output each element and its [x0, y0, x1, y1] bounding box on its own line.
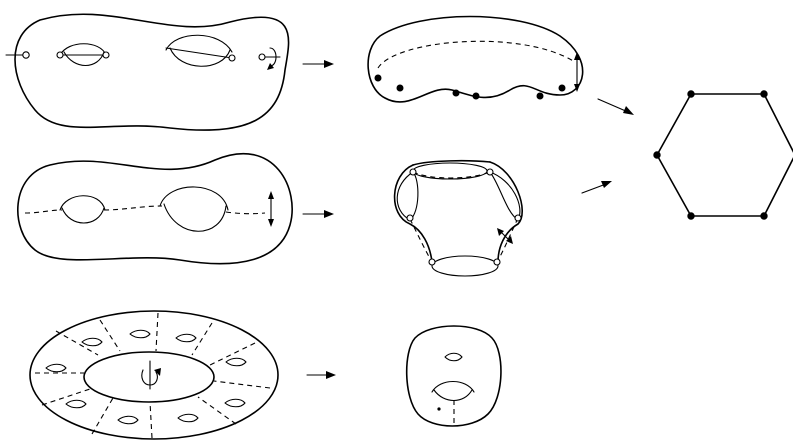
arrow-row1-a [302, 60, 334, 68]
arrow-row3-a [306, 371, 336, 379]
hexagon [653, 90, 793, 220]
genus-two-surface-reflection [17, 152, 293, 265]
pair-of-pants [393, 159, 523, 277]
annulus-with-handles [29, 310, 279, 440]
arrow-to-hexagon-lower [581, 181, 612, 194]
genus-two-quotient-torus [405, 325, 502, 427]
arrow-row2-a [302, 210, 334, 218]
quotient-sphere-with-branch-points [367, 15, 584, 103]
arrow-to-hexagon-upper [597, 98, 634, 115]
genus-two-surface-rotation [5, 13, 290, 131]
